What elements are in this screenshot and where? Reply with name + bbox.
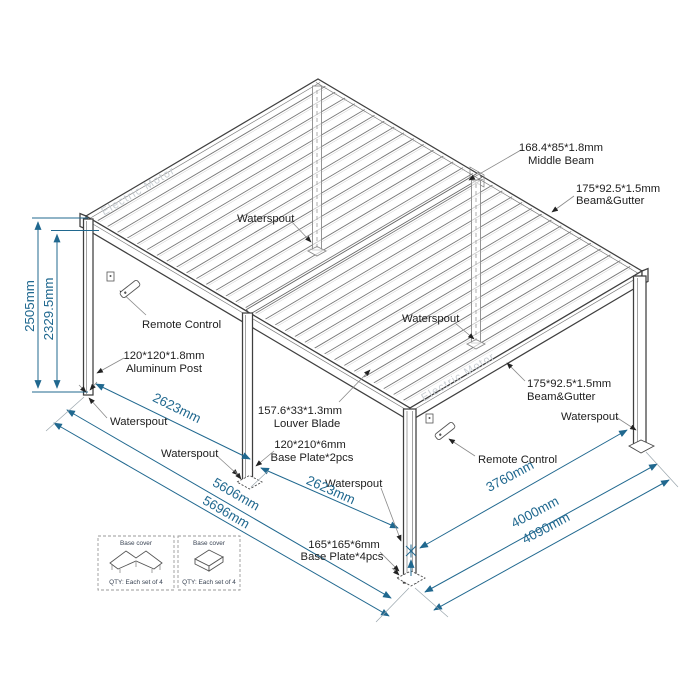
corner-waterspout-mark: [405, 544, 417, 576]
legend-corner-base-cover: Base cover QTY: Each set of 4: [97, 535, 175, 591]
roof-rim-left: [87, 82, 321, 220]
base-plate4-name-label: Base Plate*4pcs: [301, 551, 384, 563]
remote-control-label-2: Remote Control: [478, 454, 557, 466]
straight-cover-title: Base cover: [193, 540, 226, 547]
dimension-lines: [32, 217, 679, 623]
remote-control-label-1: Remote Control: [142, 319, 221, 331]
front-middle-post: [236, 312, 263, 490]
roof-rim-back: [315, 82, 641, 275]
right-base-plate: [628, 439, 656, 454]
dim-line-outer-length: [53, 422, 390, 617]
corner-cover-qty: QTY: Each set of 4: [109, 579, 163, 586]
right-post: [628, 275, 656, 454]
corner-base-cover-icon: [109, 550, 163, 573]
remote-control-icon-1: [106, 271, 141, 298]
beam-gutter-top-name-label: Beam&Gutter: [576, 195, 645, 207]
louver-name-label: Louver Blade: [274, 418, 341, 430]
corner-cover-title: Base cover: [120, 540, 153, 547]
beam-gutter-top-spec-label: 175*92.5*1.5mm: [576, 183, 660, 195]
legend-straight-base-cover: Base cover QTY: Each set of 4: [177, 535, 241, 591]
dim-line-outer-width: [433, 479, 670, 611]
straight-cover-qty: QTY: Each set of 4: [182, 579, 236, 586]
middle-beam-spec-label: 168.4*85*1.8mm: [519, 142, 603, 154]
dim-clear-height: 2329.5mm: [41, 278, 56, 341]
part-labels: 168.4*85*1.8mm Middle Beam 175*92.5*1.5m…: [110, 142, 660, 563]
remote-control-icon-2: [425, 413, 456, 440]
back-left-post-waterspout-tube: [307, 85, 327, 257]
beam-gutter-right-spec-label: 175*92.5*1.5mm: [527, 378, 611, 390]
beam-gutter-right-name-label: Beam&Gutter: [527, 391, 596, 403]
dim-line-inner-width: [419, 429, 628, 549]
waterspout-label-2: Waterspout: [402, 313, 460, 325]
base-plate2-spec-label: 120*210*6mm: [274, 439, 346, 451]
dim-total-height: 2505mm: [22, 280, 37, 332]
post-spec-label: 120*120*1.8mm: [123, 350, 204, 362]
base-plate4-spec-label: 165*165*6mm: [308, 539, 380, 551]
base-plate2-name-label: Base Plate*2pcs: [271, 452, 354, 464]
front-left-post: [82, 218, 94, 396]
dim-line-right-bay: [260, 467, 399, 529]
waterspout-label-5: Waterspout: [325, 478, 383, 490]
louver-spec-label: 157.6*33*1.3mm: [258, 405, 342, 417]
straight-base-cover-icon: [194, 549, 224, 572]
pergola-structure: [79, 78, 656, 587]
middle-beam-name-label: Middle Beam: [528, 155, 594, 167]
waterspout-label-1: Waterspout: [237, 213, 295, 225]
back-middle-post-waterspout-tube: [466, 179, 486, 350]
waterspout-label-3: Waterspout: [110, 416, 168, 428]
post-name-label: Aluminum Post: [126, 363, 203, 375]
waterspout-label-4: Waterspout: [161, 448, 219, 460]
waterspout-label-6: Waterspout: [561, 411, 619, 423]
front-corner-post: [396, 408, 426, 587]
